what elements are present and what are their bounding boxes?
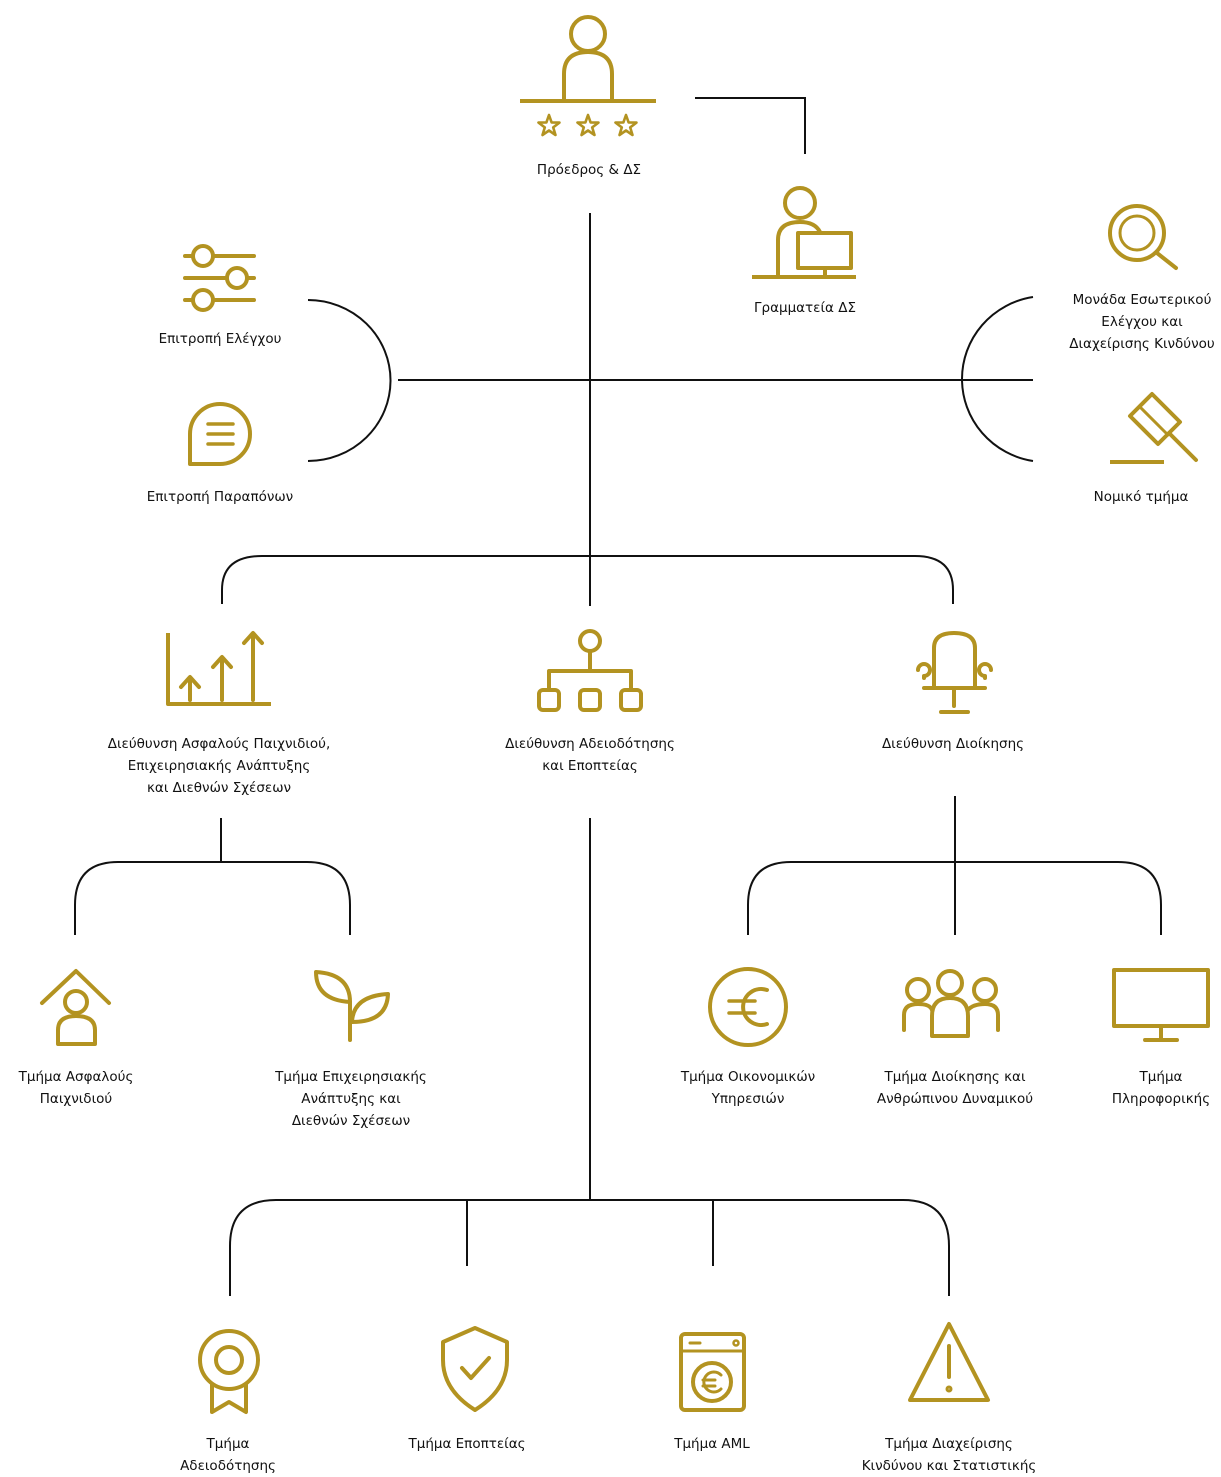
warning-triangle-icon — [908, 1322, 990, 1402]
label-line: Πρόεδρος & ΔΣ — [536, 162, 642, 178]
complaints-committee-label: Επιτροπή Παραπόνων — [147, 486, 293, 508]
label-line: Πληροφορικής — [1111, 1091, 1211, 1107]
label-line: και Διεθνών Σχέσεων — [146, 780, 292, 796]
sprout-icon — [314, 970, 390, 1042]
label-line: Υπηρεσιών — [711, 1091, 785, 1107]
hierarchy-icon — [537, 629, 643, 712]
label-line: Τμήμα Διαχείρισης — [885, 1436, 1013, 1452]
washing-machine-euro-icon — [679, 1332, 746, 1412]
chat-bubble-icon — [188, 402, 252, 466]
label-line: Διαχείρισης Κινδύνου — [1069, 336, 1215, 352]
gavel-icon — [1110, 392, 1198, 464]
licensing-bracket — [229, 1199, 950, 1296]
dir-admin-label: Διεύθυνση Διοίκησης — [882, 733, 1024, 755]
label-line: Επιχειρησιακής Ανάπτυξης — [127, 758, 311, 774]
right-units-bracket — [961, 296, 1034, 462]
label-line: Επιτροπή Παραπόνων — [146, 489, 294, 505]
dept-aml-label: Τμήμα AML — [674, 1433, 750, 1455]
label-line: Κινδύνου και Στατιστικής — [861, 1458, 1037, 1474]
connector-lines — [74, 97, 1162, 1296]
label-line: Τμήμα Οικονομικών — [680, 1069, 816, 1085]
label-line: Μονάδα Εσωτερικού — [1072, 292, 1212, 308]
label-line: Διεύθυνση Διοίκησης — [881, 736, 1025, 752]
label-line: Τμήμα AML — [674, 1436, 750, 1452]
euro-coin-icon — [708, 967, 788, 1047]
label-line: και Εποπτείας — [542, 758, 638, 774]
president-label: Πρόεδρος & ΔΣ — [537, 159, 641, 181]
label-line: Τμήμα Επιχειρησιακής — [275, 1069, 427, 1085]
monitor-icon — [1112, 968, 1210, 1042]
dir-licensing-label: Διεύθυνση Αδειοδότησης και Εποπτείας — [505, 733, 675, 777]
growth-chart-icon — [166, 631, 271, 706]
label-line: Τμήμα — [206, 1436, 250, 1452]
dir-safe-gaming-label: Διεύθυνση Ασφαλούς Παιχνιδιού, Επιχειρησι… — [108, 733, 331, 799]
award-badge-icon — [198, 1329, 260, 1414]
label-line: Νομικό τμήμα — [1093, 489, 1189, 505]
shield-check-icon — [441, 1326, 509, 1412]
secretariat-label: Γραμματεία ΔΣ — [754, 297, 856, 319]
label-line: Ανθρώπινου Δυναμικού — [876, 1091, 1034, 1107]
admin-bracket — [747, 861, 1162, 935]
president-secretariat-connector — [695, 97, 806, 154]
label-line: Διεύθυνση Αδειοδότησης — [505, 736, 675, 752]
audit-committee-label: Επιτροπή Ελέγχου — [159, 328, 282, 350]
label-line: Διεύθυνση Ασφαλούς Παιχνιδιού, — [107, 736, 331, 752]
directorates-bracket — [221, 555, 954, 604]
label-line: Τμήμα Διοίκησης και — [884, 1069, 1026, 1085]
label-line: Τμήμα Ασφαλούς — [18, 1069, 134, 1085]
left-committees-bracket — [307, 299, 392, 462]
label-line: Παιχνιδιού — [39, 1091, 113, 1107]
label-line: Τμήμα — [1139, 1069, 1183, 1085]
office-chair-icon — [916, 631, 993, 714]
label-line: Διεθνών Σχέσεων — [291, 1113, 411, 1129]
label-line: Ελέγχου και — [1101, 314, 1183, 330]
label-line: Ανάπτυξης και — [301, 1091, 401, 1107]
label-line: Τμήμα Εποπτείας — [408, 1436, 526, 1452]
label-line: Γραμματεία ΔΣ — [753, 300, 857, 316]
magnifier-icon — [1108, 204, 1178, 270]
legal-label: Νομικό τμήμα — [1094, 486, 1189, 508]
sliders-icon — [183, 244, 256, 312]
person-with-stars-icon — [520, 15, 656, 137]
label-line: Επιτροπή Ελέγχου — [158, 331, 282, 347]
safe-gaming-bracket — [74, 861, 351, 935]
person-at-computer-icon — [752, 186, 856, 279]
label-line: Αδειοδότησης — [180, 1458, 276, 1474]
house-person-icon — [40, 969, 111, 1046]
people-group-icon — [902, 969, 1000, 1038]
dept-supervision-label: Τμήμα Εποπτείας — [408, 1433, 525, 1455]
